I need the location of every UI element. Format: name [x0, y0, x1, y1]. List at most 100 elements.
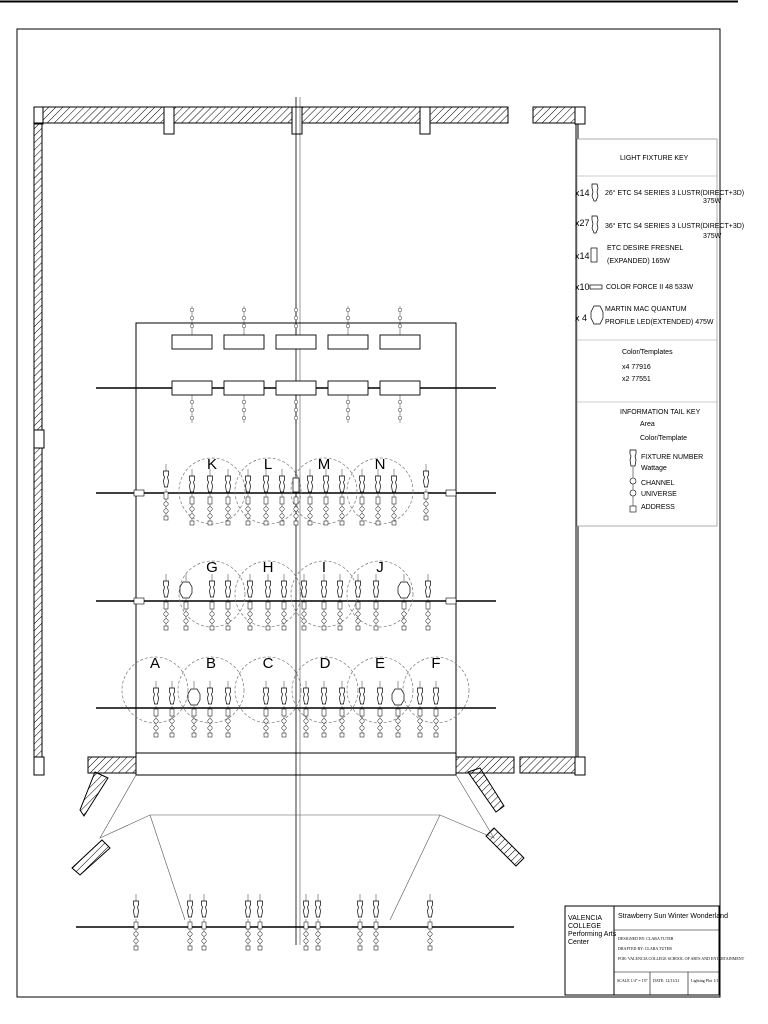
fixture-19 [247, 574, 253, 631]
area-label-row3-6: F [431, 655, 440, 672]
area-label-row3-3: C [263, 655, 274, 672]
key-count-1: x14 [575, 188, 590, 198]
area-label-row1-2: L [264, 456, 272, 473]
fixture-26 [373, 574, 379, 631]
colorforce-icon [589, 284, 603, 290]
fixture-20 [265, 574, 271, 631]
key-line2-5: PROFILE LED(EXTENDED) 475W [605, 319, 714, 326]
template-2: x2 77551 [622, 376, 651, 383]
fixture-30 [153, 681, 159, 738]
drawing-border [16, 28, 721, 998]
colorforce-downstage-1 [171, 380, 213, 396]
fixture-33 [225, 681, 231, 738]
electric-pipes [76, 387, 514, 928]
fixture-5 [263, 469, 269, 526]
fixture-45 [133, 894, 139, 951]
fixture-46 [187, 894, 193, 951]
fixture-6 [279, 469, 285, 526]
area-label-row1-4: N [375, 456, 386, 473]
info-color: Color/Template [640, 435, 687, 442]
fixture-49 [257, 894, 263, 951]
area-circle-row3-3 [234, 656, 302, 724]
area-label-row1-3: M [318, 456, 331, 473]
colorforce-downstage-3 [275, 380, 317, 396]
key-line2-2: 375W [703, 233, 722, 240]
fixture-38 [339, 681, 345, 738]
colorforce-downstage-2 [223, 380, 265, 396]
fixture-2 [207, 469, 213, 526]
area-label-row2-4: J [376, 559, 384, 576]
fixture-40 [377, 681, 383, 738]
fixture-39 [359, 681, 365, 738]
side-unit-2 [445, 489, 457, 497]
fixture-10 [339, 469, 345, 526]
s4-26-icon [591, 183, 599, 202]
cyc-lights [171, 306, 421, 423]
fixture-16 [163, 574, 169, 631]
tb-date: DATE: 12/11/21 [653, 978, 679, 983]
fixture-9 [323, 469, 329, 526]
fixture-41 [417, 681, 423, 738]
fixture-25 [355, 574, 361, 631]
area-label-row3-5: E [375, 655, 385, 672]
info-area: Area [640, 421, 655, 428]
info-title: INFORMATION TAIL KEY [620, 409, 701, 416]
fixture-43 [187, 681, 201, 738]
key-count-3: x14 [575, 251, 590, 261]
key-count-2: x27 [575, 218, 590, 228]
fixture-22 [301, 574, 307, 631]
fixture-12 [375, 469, 381, 526]
fixture-23 [321, 574, 327, 631]
key-line2-1: 375W [703, 198, 722, 205]
fixture-3 [225, 469, 231, 526]
fixture-11 [359, 469, 365, 526]
area-label-row3-4: D [320, 655, 331, 672]
fixture-37 [321, 681, 327, 738]
fixture-32 [207, 681, 213, 738]
fixtures [122, 464, 470, 951]
fixture-27 [425, 574, 431, 631]
fixture-29 [397, 574, 411, 631]
area-label-row2-1: G [206, 559, 218, 576]
template-1: x4 77916 [622, 364, 651, 371]
colorforce-downstage-5 [379, 380, 421, 396]
fixture-52 [357, 894, 363, 951]
key-count-4: x10 [575, 282, 590, 292]
info-item-3: CHANNEL [641, 480, 675, 487]
s4-36-icon [591, 215, 599, 234]
fresnel-icon [590, 247, 598, 263]
fixture-14 [163, 464, 169, 521]
info-item-5: ADDRESS [641, 504, 675, 511]
fixture-44 [391, 681, 405, 738]
side-unit-1 [133, 489, 145, 497]
fixture-50 [303, 894, 309, 951]
area-label-row2-2: H [263, 559, 274, 576]
fixture-48 [245, 894, 251, 951]
colorforce-upstage-5 [379, 334, 421, 350]
key-line1-2: 36° ETC S4 SERIES 3 LUSTR(DIRECT+3D) [605, 222, 744, 230]
colorforce-downstage-4 [327, 380, 369, 396]
fixture-35 [281, 681, 287, 738]
fixture-54 [427, 894, 433, 951]
tb-drafted: DRAFTED BY: CLARA TUTER [618, 946, 672, 951]
templates-title: Color/Templates [622, 349, 673, 356]
key-title: LIGHT FIXTURE KEY [620, 155, 689, 162]
colorforce-upstage-3 [275, 334, 317, 350]
area-circle-row2-4 [346, 560, 414, 628]
fixture-51 [315, 894, 321, 951]
fixture-34 [263, 681, 269, 738]
key-count-5: x 4 [575, 313, 587, 323]
key-line1-1: 26° ETC S4 SERIES 3 LUSTR(DIRECT+3D) [605, 189, 744, 197]
info-fixture-glyph [629, 449, 637, 513]
fixture-31 [169, 681, 175, 738]
fixture-21 [281, 574, 287, 631]
colorforce-upstage-1 [171, 334, 213, 350]
area-label-row2-3: I [322, 559, 326, 576]
fixture-36 [303, 681, 309, 738]
fixture-24 [337, 574, 343, 631]
tb-sheet: Lighting Plot 1/1 [691, 978, 718, 983]
